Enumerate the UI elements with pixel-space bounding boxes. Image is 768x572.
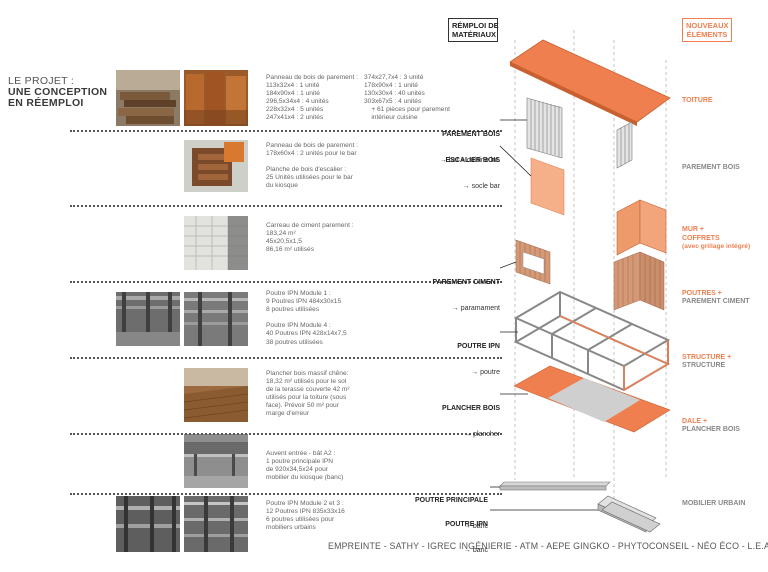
label-roof: TOITURE — [682, 97, 713, 104]
desc-row4: Poutre IPN Module 1 : 9 Poutres IPN 484x… — [266, 290, 347, 346]
label-wood-cladding: PAREMENT BOIS → bar + cuisine int. — [440, 114, 500, 174]
bench-main-beam — [499, 481, 611, 491]
label-wood-stair-main: ESCALIER BOIS — [445, 157, 500, 164]
divider-6 — [70, 493, 502, 495]
label-ipn-bench-sub: banc — [472, 546, 488, 554]
label-ipn-beam-main: POUTRE IPN — [457, 343, 500, 350]
label-ipn-beam: POUTRE IPN → poutre — [457, 326, 500, 386]
label-cement-cladding-sub: paramament — [460, 304, 500, 312]
arrow-icon: → — [471, 368, 479, 376]
label-wood-floor-main: PLANCHER BOIS — [442, 405, 500, 412]
credits-footer: EMPREINTE - SATHY - IGREC INGÉNIERIE - A… — [328, 541, 768, 551]
label-ipn-bench-main: POUTRE IPN — [445, 521, 488, 528]
desc-row1-col1: Panneau de bois de parement : 113x32x4 :… — [266, 74, 359, 122]
wall-boxes — [616, 199, 667, 256]
wood-stair-panel — [530, 157, 565, 216]
label-wood-floor-sub: plancher — [473, 430, 500, 438]
photo-ipn-beams-2 — [184, 292, 248, 346]
label-slab-sub: PLANCHER BOIS — [682, 426, 740, 433]
label-beams-sub: PAREMENT CIMENT — [682, 298, 750, 305]
photo-cement-tiles — [184, 216, 248, 270]
divider-2 — [70, 205, 502, 207]
project-title-line3: EN RÉEMPLOI — [8, 97, 84, 109]
desc-row7: Poutre IPN Module 2 et 3 : 12 Poutres IP… — [266, 500, 345, 532]
label-wood-cladding-main: PAREMENT BOIS — [442, 131, 500, 138]
label-wood-cladding-new: PAREMENT BOIS — [682, 164, 740, 171]
label-structure: STRUCTURE + — [682, 354, 732, 361]
label-main-beam: POUTRE PRINCIPALE → banc — [415, 480, 488, 540]
divider-1 — [70, 130, 502, 132]
header-reuse-materials: RÉMPLOI DE MATÉRIAUX — [448, 18, 499, 42]
cement-cladding — [515, 239, 665, 311]
label-cement-cladding: PAREMENT CIMENT → paramament — [432, 262, 500, 322]
arrow-icon: → — [463, 522, 471, 530]
label-main-beam-sub: banc — [472, 522, 488, 530]
arrow-icon: → — [439, 156, 447, 164]
header-new-elements: NOUVEAUX ÉLÉMENTS — [682, 18, 732, 42]
desc-row6: Auvent entrée - bât A2 : 1 poutre princi… — [266, 450, 344, 482]
photo-ipn-modules-1 — [116, 496, 180, 552]
photo-entrance-canopy — [184, 434, 248, 488]
desc-row5: Plancher bois massif chêne: 18,32 m² uti… — [266, 370, 350, 418]
project-title-line1: LE PROJET : — [8, 75, 75, 87]
label-ipn-beam-sub: poutre — [480, 368, 500, 376]
photo-ipn-beams-1 — [116, 292, 180, 346]
label-wood-floor: PLANCHER BOIS → plancher — [442, 388, 500, 448]
label-wall-boxes: MUR + COFFRETS — [682, 226, 720, 242]
label-structure-sub: STRUCTURE — [682, 362, 726, 369]
label-main-beam-main: POUTRE PRINCIPALE — [415, 497, 488, 504]
wood-cladding-panels — [526, 97, 633, 169]
label-wood-stair-sub: socle bar — [471, 182, 500, 190]
arrow-icon: → — [464, 430, 472, 438]
roof-slab — [509, 39, 671, 123]
desc-row2: Panneau de bois de parement : 178x60x4 :… — [266, 142, 359, 190]
arrow-icon: → — [463, 546, 471, 554]
photo-wood-stack-1 — [116, 70, 180, 126]
arrow-icon: → — [462, 182, 470, 190]
bench-ipn — [597, 495, 661, 533]
photo-oak-floor — [184, 368, 248, 422]
photo-wood-stack-2 — [184, 70, 248, 126]
photo-ipn-modules-2 — [184, 496, 248, 552]
divider-3 — [70, 281, 502, 283]
label-urban-furniture: MOBILIER URBAIN — [682, 500, 746, 507]
photo-stair-planks — [184, 140, 248, 192]
desc-row3: Carreau de ciment parement : 183,24 m² 4… — [266, 222, 354, 254]
label-wood-stair: ESCALIER BOIS → socle bar — [446, 140, 500, 200]
label-ipn-bench: POUTRE IPN → banc — [445, 504, 488, 564]
label-wood-cladding-sub: bar + cuisine int. — [448, 156, 500, 164]
divider-5 — [70, 433, 502, 435]
label-cement-cladding-main: PAREMENT CIMENT — [432, 279, 500, 286]
desc-row1-col2: 374x27,7x4 : 3 unité 178x90x4 : 1 unité … — [364, 74, 450, 122]
label-beams: POUTRES + — [682, 290, 722, 297]
arrow-icon: → — [451, 304, 459, 312]
project-title-line2: UNE CONCEPTION — [8, 86, 108, 98]
label-slab: DALE + — [682, 418, 708, 425]
label-wall-boxes-sub: (avec grillage intégré) — [682, 243, 751, 250]
divider-4 — [70, 357, 502, 359]
project-title: LE PROJET : UNE CONCEPTION EN RÉEMPLOI — [8, 76, 118, 109]
